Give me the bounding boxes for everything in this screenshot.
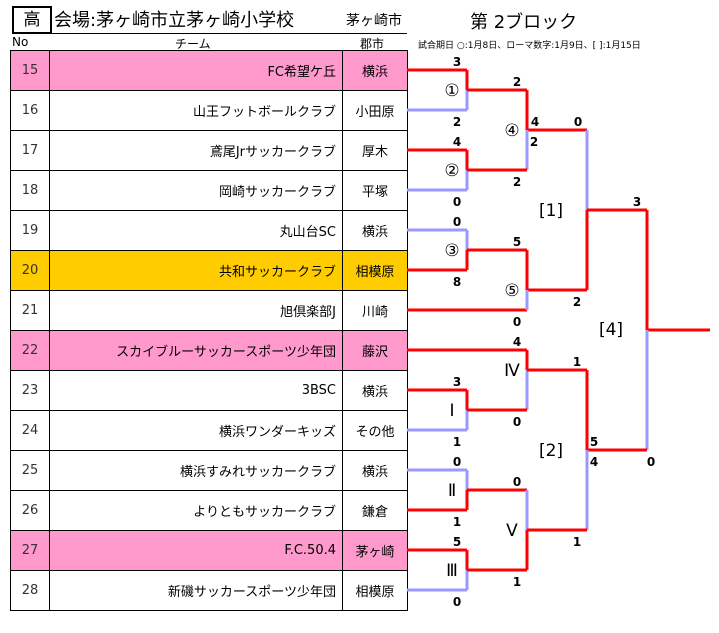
score: 0 [574,115,582,129]
team-city: 横浜 [342,50,408,91]
match-label: Ⅳ [504,361,520,381]
team-city: 茅ヶ崎 [342,530,408,571]
team-city: 相模原 [342,250,408,291]
team-city: 横浜 [342,210,408,251]
score: 0 [453,215,461,229]
team-name: スカイブルーサッカースポーツ少年団 [49,330,343,371]
match-label: Ⅱ [448,481,456,501]
team-no: 18 [10,170,50,211]
match-label: [2] [539,441,563,461]
team-name: 横浜ワンダーキッズ [49,410,343,451]
score: 0 [513,415,521,429]
team-city: 横浜 [342,450,408,491]
score: 3 [453,55,461,69]
team-name: 丸山台SC [49,210,343,251]
score: 0 [513,315,521,329]
team-city: 藤沢 [342,330,408,371]
score: 0 [647,455,655,469]
block-title: 第 2ブロック [470,12,578,33]
score: 0 [513,475,521,489]
venue-underline [52,33,407,34]
team-name: 横浜すみれサッカークラブ [49,450,343,491]
team-name: FC希望ケ丘 [49,50,343,91]
score: 8 [453,275,461,289]
team-name: 旭倶楽部J [49,290,343,331]
score: 0 [453,455,461,469]
team-no: 27 [10,530,50,571]
score: 4 [531,115,539,129]
category-badge: 高 [12,6,52,34]
team-no: 25 [10,450,50,491]
score: 0 [453,595,461,609]
team-name: よりともサッカークラブ [49,490,343,531]
col-no-header: No [12,35,29,49]
schedule-note: 試合期日 ○:1月8日、ローマ数字:1月9日、[ ]:1月15日 [418,41,641,51]
team-name: 新磯サッカースポーツ少年団 [49,570,343,611]
score: 5 [590,435,598,449]
score: 5 [453,535,461,549]
team-name: 共和サッカークラブ [49,250,343,291]
team-no: 24 [10,410,50,451]
team-city: 平塚 [342,170,408,211]
score: 2 [453,115,461,129]
score: 1 [453,435,461,449]
team-no: 26 [10,490,50,531]
score: 4 [590,455,598,469]
score: 1 [513,575,521,589]
col-city-header: 郡市 [360,37,385,51]
match-label: Ⅰ [449,401,454,421]
venue-title: 会場:茅ヶ崎市立茅ヶ崎小学校 [54,10,295,31]
match-label: Ⅲ [446,561,458,581]
match-label: ④ [504,121,519,141]
score: 4 [513,335,521,349]
score: 2 [573,295,581,309]
team-no: 16 [10,90,50,131]
team-city: 小田原 [342,90,408,131]
team-no: 28 [10,570,50,611]
col-team-header: チーム [175,37,211,51]
match-label: [4] [599,320,623,340]
score: 3 [453,375,461,389]
match-label: [1] [539,201,563,221]
score: 1 [573,355,581,369]
team-name: 鳶尾Jrサッカークラブ [49,130,343,171]
match-label: ② [444,161,459,181]
match-label: Ⅴ [506,521,518,541]
match-label: ① [444,81,459,101]
score: 5 [513,235,521,249]
score: 2 [513,175,521,189]
match-label: ③ [444,241,459,261]
score: 1 [453,515,461,529]
team-no: 20 [10,250,50,291]
score: 2 [530,135,538,149]
match-label: ⑤ [504,281,519,301]
score: 1 [573,535,581,549]
score: 4 [453,135,461,149]
score: 2 [513,75,521,89]
score: 0 [453,195,461,209]
team-name: F.C.50.4 [49,530,343,571]
score: 3 [633,195,641,209]
team-no: 19 [10,210,50,251]
venue-city: 茅ヶ崎市 [346,13,402,29]
